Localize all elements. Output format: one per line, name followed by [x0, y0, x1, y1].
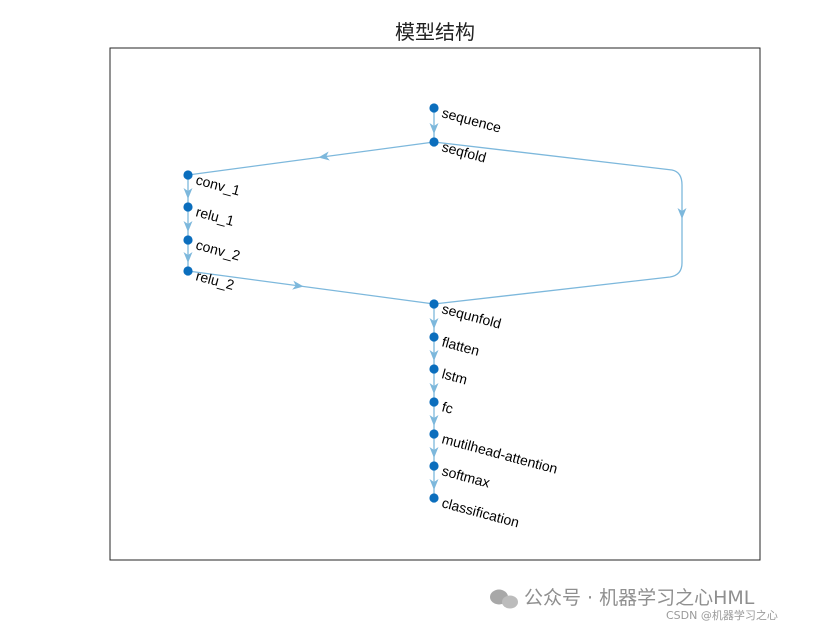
node-fc — [429, 397, 439, 407]
node-mutilhead-attention — [429, 429, 439, 439]
arrowhead-seqfold-to-conv_1 — [318, 151, 330, 161]
node-lstm — [429, 364, 439, 374]
node-label-fc: fc — [440, 398, 455, 416]
edge-relu_2-to-sequnfold — [187, 270, 435, 305]
arrowhead-softmax-to-classification — [429, 479, 439, 490]
node-label-lstm: lstm — [440, 365, 469, 387]
node-relu_1 — [183, 202, 193, 212]
diagram-title: 模型结构 — [395, 20, 475, 44]
node-flatten — [429, 332, 439, 342]
node-sequence — [429, 103, 439, 113]
arrowhead-flatten-to-lstm — [429, 350, 439, 361]
wechat-icon — [490, 589, 518, 609]
arrowhead-relu_2-to-sequnfold — [292, 280, 304, 290]
node-conv_1 — [183, 170, 193, 180]
node-sequnfold — [429, 299, 439, 309]
arrowhead-conv_1-to-relu_1 — [183, 188, 193, 199]
arrowhead-sequence-to-seqfold — [429, 123, 439, 134]
arrowhead-fc-to-mutilhead-attention — [429, 415, 439, 426]
node-seqfold — [429, 137, 439, 147]
edges-layer — [183, 108, 687, 498]
node-classification — [429, 493, 439, 503]
edge-seqfold-to-conv_1 — [187, 141, 435, 176]
node-softmax — [429, 461, 439, 471]
arrowhead-lstm-to-fc — [429, 383, 439, 394]
arrowhead-mutilhead-attention-to-softmax — [429, 447, 439, 458]
arrowhead-relu_1-to-conv_2 — [183, 221, 193, 232]
node-conv_2 — [183, 235, 193, 245]
edge-seqfold-to-sequnfold — [433, 141, 683, 305]
node-relu_2 — [183, 266, 193, 276]
arrowhead-conv_2-to-relu_2 — [183, 252, 193, 263]
arrowhead-seqfold-to-sequnfold — [677, 208, 687, 219]
arrowhead-sequnfold-to-flatten — [429, 318, 439, 329]
watermark: 公众号 · 机器学习之心HML CSDN @机器学习之心 — [490, 587, 778, 622]
watermark-main-text: 公众号 · 机器学习之心HML — [524, 587, 755, 609]
watermark-small-text: CSDN @机器学习之心 — [666, 608, 778, 622]
